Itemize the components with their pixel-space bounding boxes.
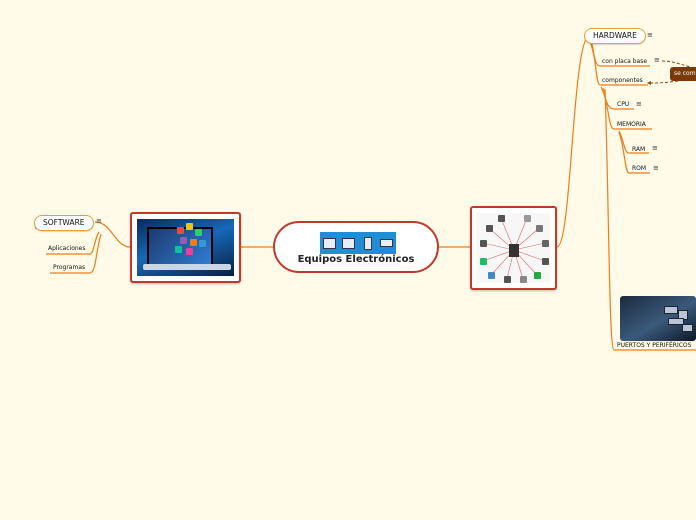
link-aplicaciones (46, 231, 100, 255)
aplicaciones-subtopic[interactable]: Aplicaciones (48, 245, 86, 252)
hardware-image-node[interactable] (470, 206, 557, 290)
software-image-node[interactable] (130, 212, 241, 283)
software-menu-icon[interactable]: ≡ (96, 217, 102, 225)
link-rom (618, 131, 650, 174)
link-programas (50, 233, 102, 274)
ram-subtopic[interactable]: RAM (632, 146, 646, 153)
ports-peripherals-image (620, 296, 696, 341)
central-icons (320, 232, 396, 254)
ram-menu-icon[interactable]: ≡ (652, 144, 658, 152)
central-topic[interactable]: Equipos Electrónicos (273, 221, 439, 273)
programas-subtopic[interactable]: Programas (53, 264, 86, 271)
devices-network-image (477, 213, 550, 283)
cpu-subtopic[interactable]: CPU (617, 101, 630, 108)
dashed-link-placa (661, 60, 691, 68)
central-title: Equipos Electrónicos (297, 254, 415, 265)
hardware-topic[interactable]: HARDWARE (584, 28, 646, 44)
link-ram (618, 130, 649, 154)
componentes-subtopic[interactable]: componentes (602, 77, 643, 84)
hardware-menu-icon[interactable]: ≡ (647, 31, 653, 39)
rom-menu-icon[interactable]: ≡ (653, 164, 659, 172)
relationship-callout[interactable]: se com (670, 67, 696, 81)
link-componentes (591, 43, 648, 86)
link-hardware (556, 34, 591, 248)
link-software (94, 221, 131, 248)
cpu-menu-icon[interactable]: ≡ (636, 100, 642, 108)
placa-menu-icon[interactable]: ≡ (654, 56, 660, 64)
phone-icon (358, 232, 377, 254)
computer-screen-image (137, 219, 234, 276)
arrowhead-componentes (647, 81, 651, 85)
computer-icon (339, 232, 358, 254)
software-topic[interactable]: SOFTWARE (34, 215, 94, 231)
rom-subtopic[interactable]: ROM (632, 165, 647, 172)
link-puertos (604, 88, 696, 351)
memoria-subtopic[interactable]: MEMORIA (617, 121, 646, 128)
link-cpu (600, 86, 634, 110)
laptop-icon (320, 232, 339, 254)
placa-subtopic[interactable]: con placa base (602, 58, 648, 65)
printer-icon (377, 232, 396, 254)
puertos-subtopic[interactable]: PUERTOS Y PERIFÉRICOS (617, 342, 692, 349)
